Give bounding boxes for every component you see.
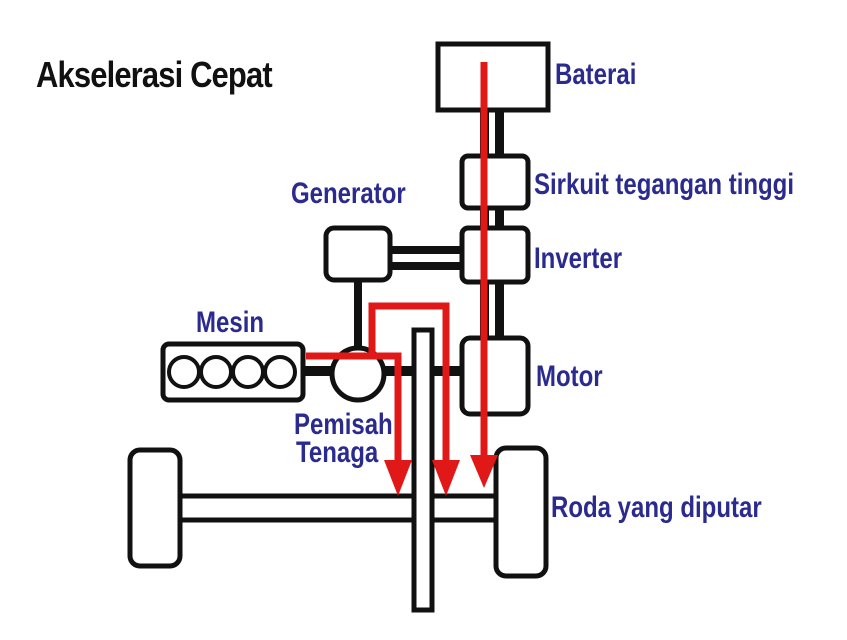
label-power-split-line2: Tenaga <box>296 436 379 469</box>
engine-flow-line <box>306 352 402 470</box>
generator-box <box>323 225 393 283</box>
label-battery: Baterai <box>555 58 637 91</box>
diagram-title: Akselerasi Cepat <box>36 54 273 95</box>
engine-cylinder <box>199 355 233 389</box>
splitter-flow-arrowhead <box>432 460 460 496</box>
engine-cylinder <box>231 355 265 389</box>
label-motor: Motor <box>536 360 603 393</box>
left-wheel <box>127 447 183 569</box>
label-generator: Generator <box>291 177 406 210</box>
inverter-box <box>459 225 531 285</box>
label-engine: Mesin <box>196 306 265 339</box>
high-voltage-circuit-box <box>459 153 531 211</box>
motor-box <box>459 335 531 417</box>
label-inverter: Inverter <box>534 242 623 275</box>
right-wheel <box>493 445 549 579</box>
label-driven-wheels: Roda yang diputar <box>551 491 762 524</box>
splitter-flow-line <box>368 302 450 470</box>
generator-splitter-shaft <box>354 278 362 350</box>
power-split-device <box>329 345 387 403</box>
battery-flow-arrowhead <box>470 455 498 488</box>
inverter-motor-link-2 <box>495 282 504 338</box>
circuit-inverter-link-2 <box>495 208 504 228</box>
engine-cylinder <box>167 355 201 389</box>
power-flow <box>306 62 498 496</box>
generator-inverter-link-2 <box>388 262 463 270</box>
engine-cylinder <box>263 355 297 389</box>
battery-circuit-link-2 <box>495 110 504 160</box>
wheel-axle <box>172 493 508 523</box>
label-power-split-line1: Pemisah <box>294 408 393 441</box>
differential-plate <box>411 327 435 613</box>
battery-box <box>435 41 551 113</box>
label-high-voltage-circuit: Sirkuit tegangan tinggi <box>534 168 795 201</box>
generator-inverter-link <box>388 246 463 254</box>
engine-flow-arrowhead <box>384 460 412 496</box>
